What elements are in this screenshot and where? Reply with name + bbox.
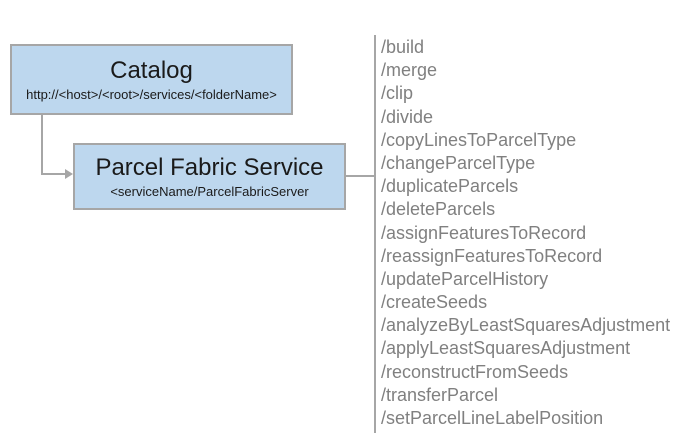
connector-catalog-to-service-vertical — [41, 113, 43, 175]
endpoint-item: /analyzeByLeastSquaresAdjustment — [381, 315, 671, 336]
endpoint-item: /build — [381, 37, 425, 57]
catalog-url-template: http://<host>/<root>/services/<folderNam… — [26, 87, 277, 103]
endpoint-item: /merge — [381, 60, 438, 81]
parcel-fabric-service-url-template: <serviceName/ParcelFabricServer — [110, 184, 309, 200]
endpoint-list-separator-line — [374, 35, 376, 433]
connector-catalog-to-service-horizontal — [41, 173, 67, 175]
endpoint-item: /assignFeaturesToRecord — [381, 222, 587, 243]
endpoint-item: /updateParcelHistory — [381, 268, 549, 289]
parcel-fabric-service-title: Parcel Fabric Service — [95, 153, 324, 181]
endpoint-item: /divide — [381, 106, 434, 127]
endpoint-item: /setParcelLineLabelPosition — [381, 408, 604, 428]
endpoint-item: /reassignFeaturesToRecord — [381, 245, 603, 266]
catalog-title: Catalog — [110, 56, 193, 84]
parcel-fabric-service-node: Parcel Fabric Service <serviceName/Parce… — [73, 143, 346, 210]
endpoint-list: /build/merge/clip/divide/copyLinesToParc… — [381, 36, 670, 430]
endpoint-item: /deleteParcels — [381, 199, 496, 220]
endpoint-item: /transferParcel — [381, 384, 499, 405]
endpoint-item: /copyLinesToParcelType — [381, 129, 577, 150]
endpoint-item: /reconstructFromSeeds — [381, 361, 569, 382]
connector-service-to-endpoint-list — [344, 175, 374, 177]
endpoint-item: /clip — [381, 83, 414, 104]
endpoint-item: /duplicateParcels — [381, 176, 519, 197]
catalog-node: Catalog http://<host>/<root>/services/<f… — [10, 44, 293, 115]
arrowhead-icon — [65, 169, 73, 179]
endpoint-item: /changeParcelType — [381, 152, 536, 173]
endpoint-item: /createSeeds — [381, 292, 488, 313]
endpoint-item: /applyLeastSquaresAdjustment — [381, 338, 631, 359]
